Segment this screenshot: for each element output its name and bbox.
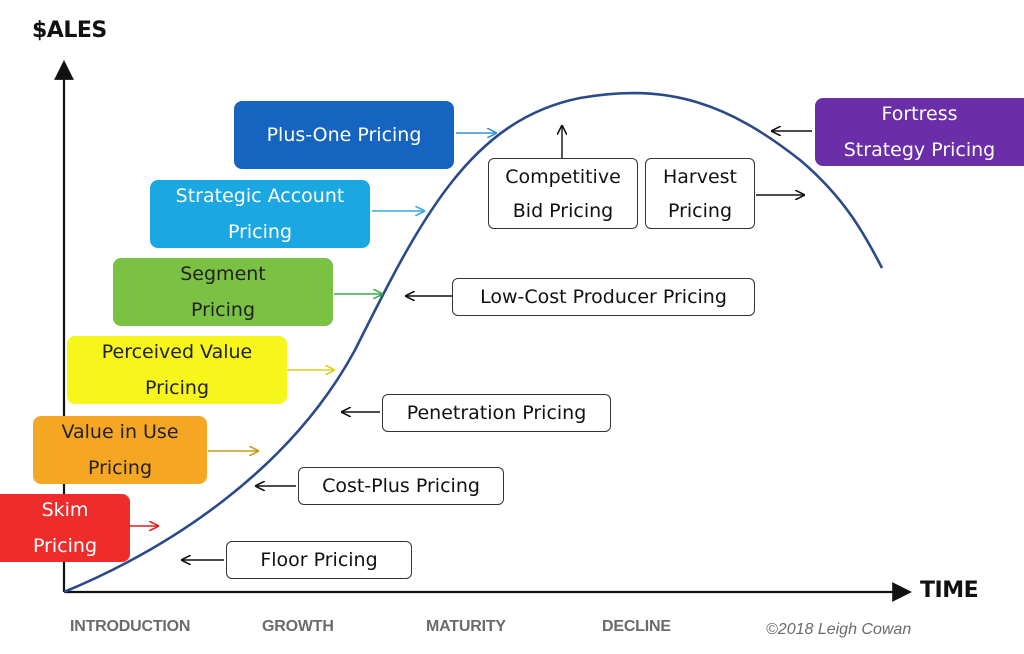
low-cost-producer-pricing-box: Low-Cost Producer Pricing bbox=[452, 278, 755, 316]
plus-one-pricing-box: Plus-One Pricing bbox=[234, 101, 454, 169]
box-label-line-2: Strategy Pricing bbox=[843, 139, 996, 161]
box-label: Low-Cost Producer Pricing bbox=[480, 286, 727, 308]
skim-pricing-box: Skim Pricing bbox=[0, 494, 130, 562]
box-label: Cost-Plus Pricing bbox=[322, 475, 480, 497]
box-label: Penetration Pricing bbox=[406, 402, 587, 424]
segment-pricing-box: Segment Pricing bbox=[113, 258, 333, 326]
competitive-bid-pricing-box: Competitive Bid Pricing bbox=[488, 158, 638, 229]
box-label-line-1: Strategic Account bbox=[175, 185, 345, 207]
x-axis-label: TIME bbox=[920, 578, 979, 603]
box-label-line-1: Harvest bbox=[662, 165, 738, 188]
y-axis-label: $ALES bbox=[32, 18, 107, 43]
box-label: Plus-One Pricing bbox=[266, 124, 422, 146]
box-label-line-1: Fortress bbox=[881, 103, 958, 125]
stage-decline: DECLINE bbox=[602, 618, 671, 635]
box-label-line-1: Value in Use bbox=[61, 421, 179, 443]
box-label-line-2: Pricing bbox=[32, 535, 98, 557]
lifecycle-curve bbox=[63, 91, 884, 594]
copyright: ©2018 Leigh Cowan bbox=[766, 621, 912, 638]
box-label-line-1: Segment bbox=[180, 263, 266, 285]
stage-introduction: INTRODUCTION bbox=[70, 618, 191, 635]
cost-plus-pricing-box: Cost-Plus Pricing bbox=[298, 467, 504, 505]
box-label-line-2: Pricing bbox=[190, 299, 256, 321]
stage-maturity: MATURITY bbox=[426, 618, 506, 635]
box-label-line-1: Perceived Value bbox=[101, 341, 253, 363]
value-in-use-pricing-box: Value in Use Pricing bbox=[33, 416, 207, 484]
box-label-line-2: Bid Pricing bbox=[512, 199, 614, 222]
penetration-pricing-box: Penetration Pricing bbox=[382, 394, 611, 432]
box-label-line-2: Pricing bbox=[87, 457, 153, 479]
perceived-value-pricing-box: Perceived Value Pricing bbox=[67, 336, 287, 404]
box-label-line-1: Competitive bbox=[505, 165, 621, 188]
box-label-line-1: Skim bbox=[41, 499, 89, 521]
strategic-account-pricing-box: Strategic Account Pricing bbox=[150, 180, 370, 248]
fortress-strategy-pricing-box: Fortress Strategy Pricing bbox=[815, 98, 1024, 166]
box-label: Floor Pricing bbox=[260, 549, 378, 571]
floor-pricing-box: Floor Pricing bbox=[226, 541, 412, 579]
box-label-line-2: Pricing bbox=[667, 199, 733, 222]
harvest-pricing-box: Harvest Pricing bbox=[645, 158, 755, 229]
box-label-line-2: Pricing bbox=[144, 377, 210, 399]
box-label-line-2: Pricing bbox=[227, 221, 293, 243]
stage-growth: GROWTH bbox=[262, 618, 334, 635]
